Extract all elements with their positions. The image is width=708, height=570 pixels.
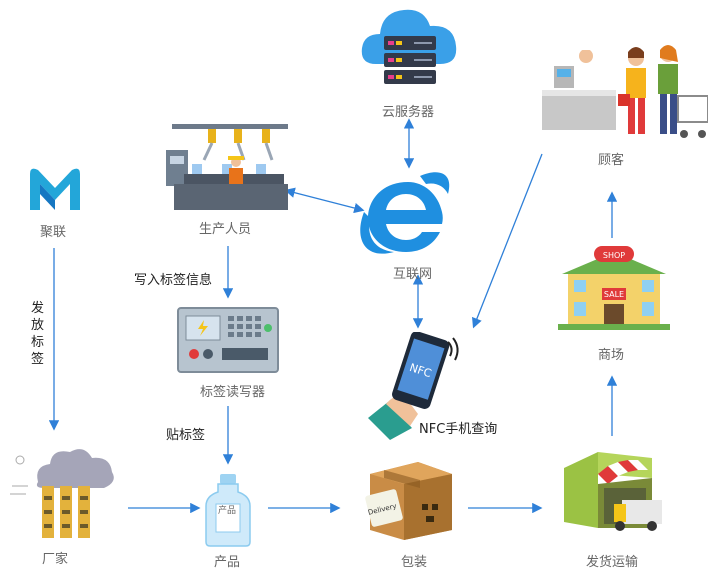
factory-label: 厂家: [42, 552, 69, 567]
nfc-phone-icon: NFC: [368, 332, 459, 440]
juhe-logo-icon: [30, 168, 80, 210]
write-tag-label: 写入标签信息: [134, 273, 213, 288]
juhe-label: 聚联: [40, 225, 67, 240]
internet-icon: [360, 172, 450, 254]
cloud-server-label: 云服务器: [382, 105, 435, 120]
shipping-label: 发货运输: [586, 555, 639, 570]
nfc-query-label: NFC手机查询: [419, 422, 498, 437]
tag-reader-label: 标签读写器: [200, 385, 266, 400]
production-staff-label: 生产人员: [199, 222, 252, 237]
package-label: 包装: [401, 555, 428, 570]
arrow-customer-phone: [472, 153, 543, 329]
mall-label: 商场: [598, 348, 625, 363]
product-label: 产品: [214, 555, 241, 570]
production-line-icon: [166, 124, 288, 210]
shop-sign-text: SHOP: [603, 251, 625, 260]
arrow-staff-internet: [284, 187, 365, 214]
product-tag-text: 产品: [218, 506, 237, 516]
stick-tag-label: 贴标签: [166, 428, 206, 443]
issue-tag-label: 发放标签: [31, 301, 45, 367]
product-bottle-icon: [205, 474, 251, 547]
cloud-server-icon: [361, 9, 457, 84]
tag-reader-icon: [177, 307, 279, 373]
factory-icon: [10, 449, 114, 538]
customer-scene-icon: [542, 44, 708, 138]
customer-label: 顾客: [598, 153, 625, 168]
shipping-warehouse-icon: [564, 452, 662, 531]
internet-label: 互联网: [393, 267, 433, 282]
mall-icon: SHOP SALE: [558, 246, 670, 330]
sale-sign-text: SALE: [604, 290, 624, 299]
package-box-icon: Delivery: [365, 462, 452, 540]
